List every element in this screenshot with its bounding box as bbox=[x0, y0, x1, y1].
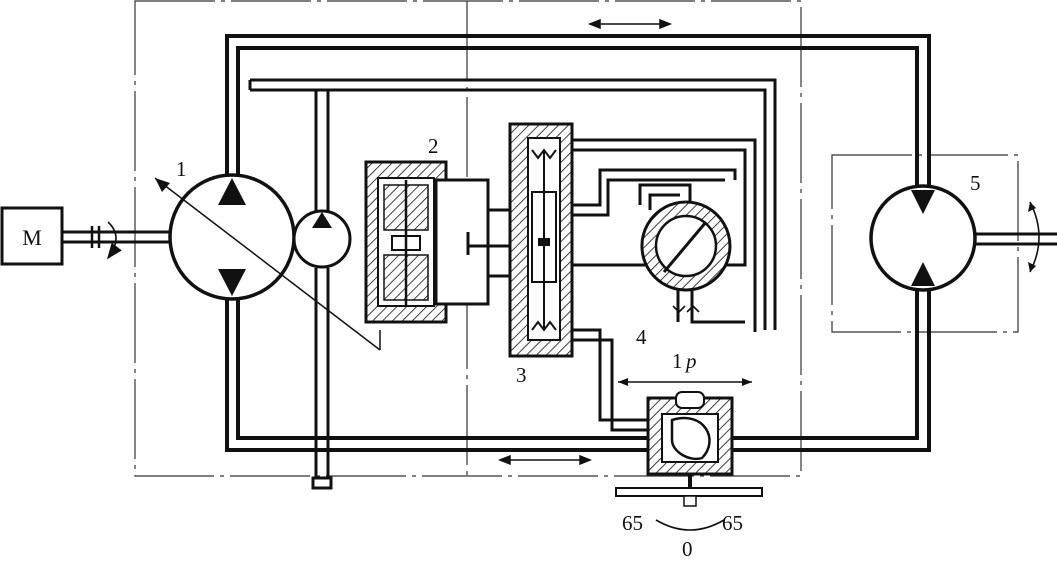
charge-lines bbox=[248, 78, 777, 490]
servo-cylinder: 2 bbox=[364, 134, 490, 324]
manual-control-valve bbox=[615, 391, 763, 507]
stroke-letter-label: p bbox=[684, 349, 697, 373]
valve-outlet-lines bbox=[572, 138, 757, 432]
electric-motor: M bbox=[0, 206, 172, 266]
stroke-number-label: 1 bbox=[672, 349, 683, 373]
control-scale: 65 65 0 bbox=[622, 511, 743, 561]
pump-control-frame bbox=[134, 0, 802, 477]
scale-zero-label: 0 bbox=[682, 537, 693, 561]
scale-left-label: 65 bbox=[622, 511, 643, 535]
pump-number-label: 1 bbox=[176, 157, 187, 181]
scale-right-label: 65 bbox=[722, 511, 743, 535]
main-circuit-lines bbox=[225, 34, 931, 452]
valve-number-label: 3 bbox=[516, 363, 527, 387]
servo-number-label: 2 bbox=[428, 134, 439, 158]
hydraulic-motor: 5 bbox=[869, 171, 1057, 292]
control-valve: 3 bbox=[508, 122, 574, 387]
feedback-cam bbox=[638, 183, 745, 324]
motion-arrows bbox=[497, 18, 673, 466]
charge-pump bbox=[292, 209, 352, 269]
feedback-number-label: 4 bbox=[636, 325, 647, 349]
motor-number-label: 5 bbox=[970, 171, 981, 195]
stroke-indicator: 1 p bbox=[618, 349, 752, 386]
motor-frame bbox=[831, 154, 1019, 333]
motor-label: M bbox=[22, 225, 42, 250]
